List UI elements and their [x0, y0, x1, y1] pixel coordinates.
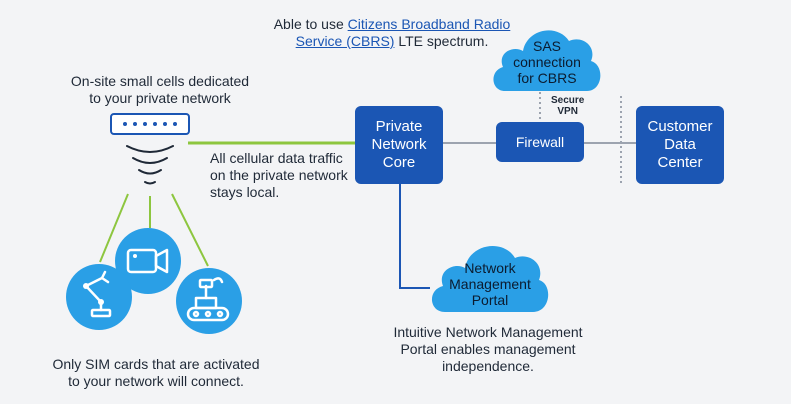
sim-note-line2: to your network will connect. — [68, 373, 244, 389]
private-core-line1: Private — [375, 118, 423, 135]
nmp-line1: Network — [464, 260, 516, 276]
nmp-line3: Portal — [471, 292, 509, 308]
nmp-line2: Management — [449, 276, 531, 292]
portal-note-line3: independence. — [442, 358, 534, 374]
small-cells-caption-line1: On-site small cells dedicated — [70, 73, 250, 89]
cbrs-note-prefix: Able to use — [273, 16, 348, 32]
sim-note-line1: Only SIM cards that are activated — [52, 356, 260, 372]
small-cell-device-icon — [110, 113, 190, 185]
portal-note: Intuitive Network Management Portal enab… — [378, 324, 598, 375]
cbrs-link-line2[interactable]: Service (CBRS) — [295, 33, 395, 49]
sas-cloud-shape[interactable] — [487, 17, 607, 97]
customer-dc-line2: Data — [664, 136, 696, 153]
portal-note-line1: Intuitive Network Management — [393, 324, 583, 340]
sas-line3: for CBRS — [517, 70, 577, 86]
traffic-note-line1: All cellular data traffic — [210, 150, 343, 166]
cbrs-note-suffix: LTE spectrum. — [394, 33, 489, 49]
rover-robot-icon[interactable] — [174, 266, 244, 336]
sas-line1: SAS — [532, 38, 561, 54]
video-camera-icon[interactable] — [113, 226, 183, 296]
sas-cloud-label: SAS connection for CBRS — [497, 38, 597, 86]
cbrs-note: Able to use Citizens Broadband Radio Ser… — [262, 16, 522, 50]
traffic-note-line3: stays local. — [210, 184, 280, 200]
traffic-note: All cellular data traffic on the private… — [210, 150, 350, 201]
nmp-cloud-label: Network Management Portal — [435, 260, 545, 308]
firewall-node[interactable]: Firewall — [496, 122, 584, 162]
private-core-line2: Network — [371, 136, 427, 153]
customer-data-center-node[interactable]: Customer Data Center — [636, 106, 724, 184]
cbrs-link[interactable]: Citizens Broadband Radio — [347, 16, 511, 32]
secure-vpn-line1: Secure — [551, 95, 585, 106]
customer-dc-line1: Customer — [647, 118, 713, 135]
private-core-line3: Core — [382, 154, 416, 171]
robot-arm-icon[interactable] — [64, 262, 134, 332]
secure-vpn-line2: VPN — [557, 106, 578, 117]
traffic-note-line2: on the private network — [210, 167, 348, 183]
network-management-portal-cloud-shape[interactable] — [425, 232, 555, 318]
customer-dc-line3: Center — [657, 154, 703, 171]
portal-note-line2: Portal enables management — [400, 341, 576, 357]
small-cells-caption-line2: to your private network — [89, 90, 231, 106]
private-network-core-node[interactable]: Private Network Core — [355, 106, 443, 184]
sas-line2: connection — [513, 54, 581, 70]
secure-vpn-label: Secure VPN — [551, 95, 584, 117]
firewall-label: Firewall — [515, 134, 565, 150]
small-cells-caption: On-site small cells dedicated to your pr… — [60, 73, 260, 107]
sim-note: Only SIM cards that are activated to you… — [46, 356, 266, 390]
